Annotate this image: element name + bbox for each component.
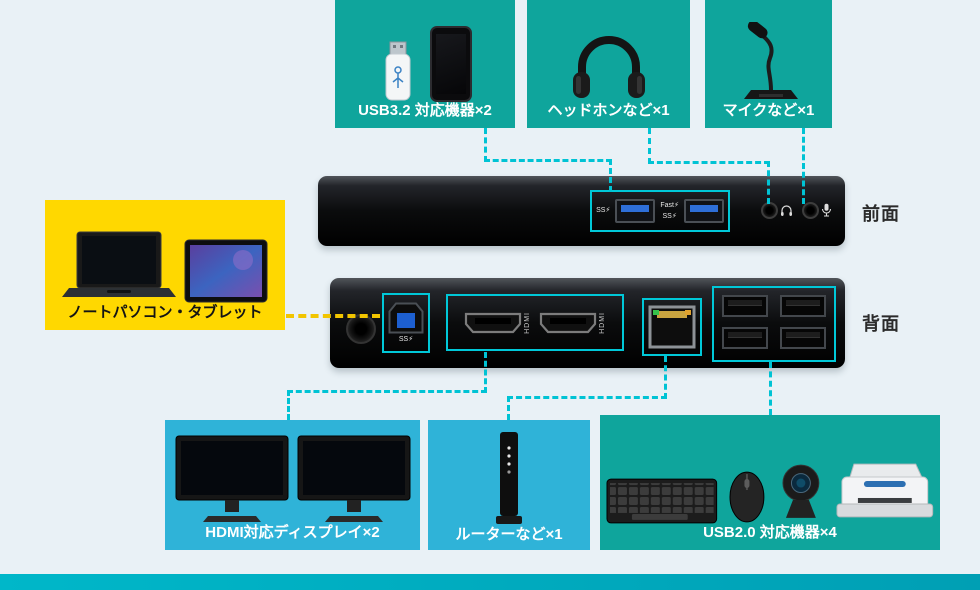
usb2-port-4 <box>780 327 826 349</box>
connector-laptop-line <box>286 314 380 318</box>
usb3-port-2 <box>683 199 724 223</box>
headphone-jack <box>761 202 778 219</box>
monitor-icon <box>175 435 288 522</box>
connector-hdmi-line <box>484 352 487 393</box>
connector-usb32-line <box>484 128 487 162</box>
connector-hdmi-line <box>287 390 487 393</box>
hdmi-port-label: HDMI <box>599 311 606 334</box>
usb2-port-3 <box>722 327 768 349</box>
dock-front-view: SS⚡ Fast⚡ SS⚡ <box>318 176 845 246</box>
callout-usb20-devices: USB2.0 対応機器×4 <box>600 415 940 550</box>
usb-flash-drive-icon <box>385 41 411 101</box>
hdmi-ports-highlight: HDMI HDMI <box>446 294 624 351</box>
bottom-accent-bar <box>0 574 980 590</box>
headphones-icon <box>572 36 645 98</box>
usb32-art <box>341 10 509 102</box>
connector-usb32-line <box>609 159 612 192</box>
usb20-art <box>606 425 934 524</box>
laptop-tablet-art <box>51 210 279 304</box>
hdmi-port-label: HDMI <box>524 311 531 334</box>
front-view-label: 前面 <box>862 204 900 224</box>
router-art <box>434 430 584 526</box>
hdmi-port-1-group: HDMI <box>464 312 531 334</box>
microphone-icon <box>743 22 798 99</box>
usb3-ss-label: SS⚡ <box>596 207 611 215</box>
callout-headphones: ヘッドホンなど×1 <box>527 0 690 128</box>
connector-headphone-line <box>648 161 770 164</box>
connector-router-line <box>507 396 667 399</box>
hdmi-port-2 <box>539 312 597 333</box>
connector-mic-line <box>802 128 805 204</box>
headphones-art <box>533 10 684 102</box>
usb3-mid-labels: Fast⚡ SS⚡ <box>660 202 679 220</box>
callout-label-usb20: USB2.0 対応機器×4 <box>703 524 837 541</box>
callout-label-router: ルーターなど×1 <box>455 526 563 543</box>
connector-router-line <box>664 356 667 399</box>
usb2-port-1 <box>722 295 768 317</box>
mouse-icon <box>729 471 765 523</box>
usb-b-ss-label: SS⚡ <box>398 336 414 344</box>
tablet-icon <box>184 239 268 303</box>
callout-label-usb32: USB3.2 対応機器×2 <box>358 102 492 119</box>
connector-headphone-line <box>767 161 770 204</box>
dock-back-view: SS⚡ HDMI HDMI <box>330 278 845 368</box>
printer-icon <box>836 463 934 518</box>
callout-label-hdmi: HDMI対応ディスプレイ×2 <box>205 524 380 541</box>
hdmi-displays-art <box>171 430 414 524</box>
router-icon <box>496 432 522 524</box>
mic-art <box>711 10 826 102</box>
smartphone-icon <box>430 26 472 102</box>
usb3-ss-label: SS⚡ <box>662 212 677 220</box>
connector-router-line <box>507 396 510 420</box>
usb-b-port <box>388 302 424 334</box>
callout-hdmi-displays: HDMI対応ディスプレイ×2 <box>165 420 420 550</box>
usb3-port-1 <box>615 199 656 223</box>
ethernet-port-highlight <box>642 298 702 356</box>
back-view-label: 背面 <box>862 314 900 334</box>
connector-usb20-line <box>769 362 772 415</box>
hdmi-port-2-group: HDMI <box>539 312 606 334</box>
callout-router: ルーターなど×1 <box>428 420 590 550</box>
fast-charge-label: Fast⚡ <box>660 201 679 209</box>
connector-usb32-line <box>484 159 612 162</box>
callout-label-laptop: ノートパソコン・タブレット <box>67 304 263 321</box>
usb2-port-2 <box>780 295 826 317</box>
callout-laptop-tablet: ノートパソコン・タブレット <box>45 200 285 330</box>
headphone-jack-icon <box>781 205 792 216</box>
usb-b-port-highlight: SS⚡ <box>382 293 430 353</box>
mic-jack-icon <box>821 203 832 217</box>
callout-label-mic: マイクなど×1 <box>722 102 815 119</box>
callout-mic: マイクなど×1 <box>705 0 832 128</box>
laptop-icon <box>62 231 176 297</box>
hdmi-port-1 <box>464 312 522 333</box>
dc-power-jack <box>346 314 376 344</box>
connector-hdmi-line <box>287 390 290 420</box>
keyboard-icon <box>606 478 718 524</box>
webcam-icon <box>781 464 819 518</box>
callout-label-headphones: ヘッドホンなど×1 <box>547 102 670 119</box>
connector-headphone-line <box>648 128 651 164</box>
ethernet-port <box>648 305 696 349</box>
front-usb3-port-highlight: SS⚡ Fast⚡ SS⚡ <box>590 190 730 232</box>
usb2-ports-highlight <box>712 286 836 362</box>
monitor-icon <box>297 435 410 522</box>
callout-usb32-devices: USB3.2 対応機器×2 <box>335 0 515 128</box>
mic-jack <box>802 202 819 219</box>
